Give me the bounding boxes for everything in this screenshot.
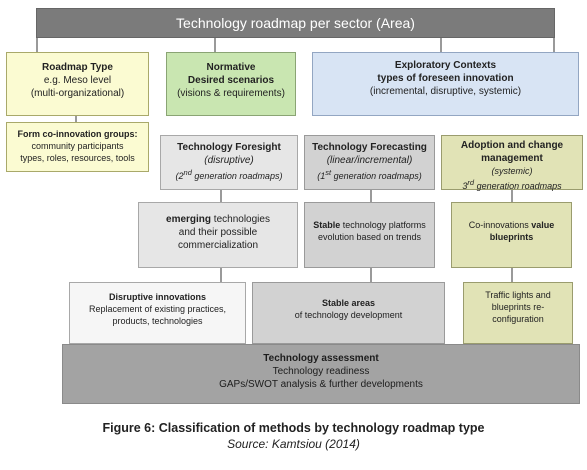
connector-line [370, 190, 372, 202]
exploratory-contexts-box: Exploratory Contexts types of foreseen i… [312, 52, 579, 116]
adoption-title: Adoption and change [460, 140, 564, 151]
co-innovations-box: Co-innovations value blueprints [451, 202, 572, 268]
connector-line [553, 38, 555, 52]
co-innovations-line: blueprints [489, 232, 534, 242]
stable-areas-box: Stable areas of technology development [252, 282, 445, 344]
normative-title: Desired scenarios [187, 75, 275, 86]
connector-line [370, 268, 372, 282]
exploratory-title: types of foreseen innovation [377, 73, 514, 84]
traffic-lights-line: configuration [492, 314, 544, 324]
diagram-header: Technology roadmap per sector (Area) [36, 8, 555, 38]
technology-forecasting-box: Technology Forecasting (linear/increment… [304, 135, 435, 190]
figure-caption: Figure 6: Classification of methods by t… [102, 421, 485, 435]
stable-platforms-line: Stable technology platforms [313, 220, 426, 230]
foresight-title: Technology Foresight [177, 142, 281, 153]
emerging-line: emerging technologies [166, 214, 270, 225]
roadmap-type-line: (multi-organizational) [30, 88, 125, 99]
roadmap-type-title: Roadmap Type [42, 62, 113, 73]
adoption-sub: (systemic) [491, 166, 533, 176]
disruptive-innovations-line: products, technologies [112, 316, 203, 326]
connector-line [220, 268, 222, 282]
connector-line [440, 38, 442, 52]
co-innovation-groups-title: Form co-innovation groups: [17, 129, 138, 139]
co-innovation-groups-line: community participants [31, 141, 124, 151]
stable-areas-line: of technology development [294, 310, 403, 320]
co-innovations-line: Co-innovations value [468, 220, 555, 230]
adoption-change-management-box: Adoption and change management (systemic… [441, 135, 583, 191]
technology-foresight-box: Technology Foresight (disruptive) (2nd g… [160, 135, 298, 190]
diagram-header-title: Technology roadmap per sector (Area) [176, 15, 415, 31]
exploratory-title: Exploratory Contexts [394, 60, 497, 71]
traffic-lights-line: Traffic lights and [485, 290, 551, 300]
roadmap-type-box: Roadmap Type e.g. Meso level (multi-orga… [6, 52, 149, 116]
exploratory-line: (incremental, disruptive, systemic) [369, 86, 522, 97]
assessment-line: GAPs/SWOT analysis & further development… [219, 379, 423, 390]
forecasting-generation: (1st generation roadmaps) [317, 168, 422, 181]
adoption-title: management [481, 153, 543, 164]
normative-title: Normative [206, 62, 256, 73]
emerging-line: and their possible [178, 227, 258, 238]
assessment-title: Technology assessment [263, 353, 379, 364]
figure-source: Source: Kamtsiou (2014) [227, 437, 360, 451]
connector-line [214, 38, 216, 52]
normative-box: Normative Desired scenarios (visions & r… [166, 52, 296, 116]
assessment-line: Technology readiness [272, 366, 370, 377]
foresight-sub: (disruptive) [204, 155, 254, 166]
stable-platforms-line: evolution based on trends [317, 232, 422, 242]
connector-line [511, 268, 513, 282]
disruptive-innovations-box: Disruptive innovations Replacement of ex… [69, 282, 246, 344]
co-innovation-groups-box: Form co-innovation groups: community par… [6, 122, 149, 172]
traffic-lights-line: blueprints re- [491, 302, 545, 312]
foresight-generation: (2nd generation roadmaps) [175, 168, 283, 181]
normative-line: (visions & requirements) [177, 88, 285, 99]
disruptive-innovations-line: Replacement of existing practices, [88, 304, 227, 314]
forecasting-title: Technology Forecasting [312, 142, 427, 153]
technology-assessment-box: Technology assessment Technology readine… [62, 344, 580, 404]
connector-line [511, 190, 513, 202]
connector-line [220, 190, 222, 202]
connector-line [36, 38, 38, 52]
co-innovation-groups-line: types, roles, resources, tools [20, 153, 135, 163]
disruptive-innovations-title: Disruptive innovations [108, 292, 206, 302]
roadmap-type-line: e.g. Meso level [43, 75, 112, 86]
forecasting-sub: (linear/incremental) [326, 155, 413, 166]
traffic-lights-box: Traffic lights and blueprints re- config… [463, 282, 573, 344]
emerging-technologies-box: emerging technologies and their possible… [138, 202, 298, 268]
stable-areas-title: Stable areas [321, 298, 376, 308]
emerging-line: commercialization [177, 240, 259, 251]
stable-platforms-box: Stable technology platforms evolution ba… [304, 202, 435, 268]
connector-line [75, 116, 77, 122]
adoption-generation: 3rd generation roadmaps [462, 178, 562, 191]
